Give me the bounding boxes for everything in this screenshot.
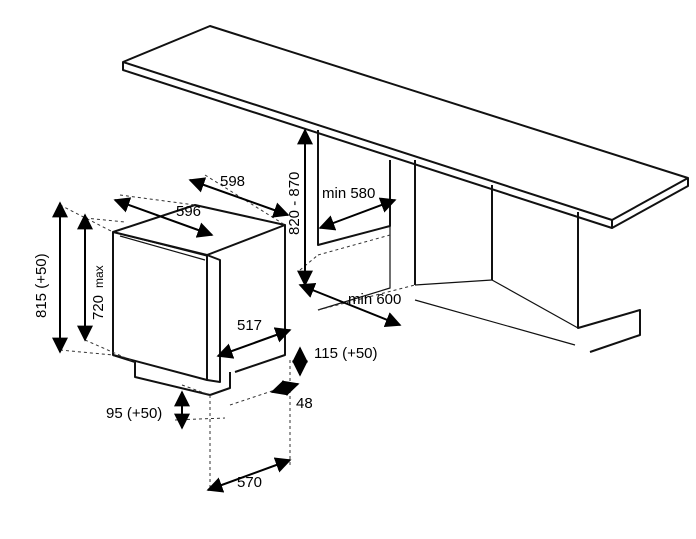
niche-depth-label: min 600 (348, 291, 401, 308)
countertop (122, 25, 689, 229)
width-inner-label: 596 (176, 203, 201, 220)
door-depth-label: 570 (237, 474, 262, 491)
foot-height-label: 95 (+50) (106, 405, 162, 422)
height-max-suffix-label: max (92, 265, 106, 288)
appliance-depth-label: 517 (237, 317, 262, 334)
dimension-arrows (52, 128, 402, 493)
height-max-value-label: 720 (90, 295, 107, 320)
plinth-height-label: 115 (+50) (314, 345, 378, 362)
dishwasher-body (112, 204, 286, 396)
construction-lines (59, 174, 319, 490)
height-range-label: 815 (+50) (33, 253, 50, 318)
cabinet-niche (304, 130, 641, 353)
niche-width-label: min 580 (322, 185, 375, 202)
width-outer-label: 598 (220, 173, 245, 190)
plinth-setback-label: 48 (296, 395, 313, 412)
niche-height-label: 820 - 870 (286, 172, 303, 235)
